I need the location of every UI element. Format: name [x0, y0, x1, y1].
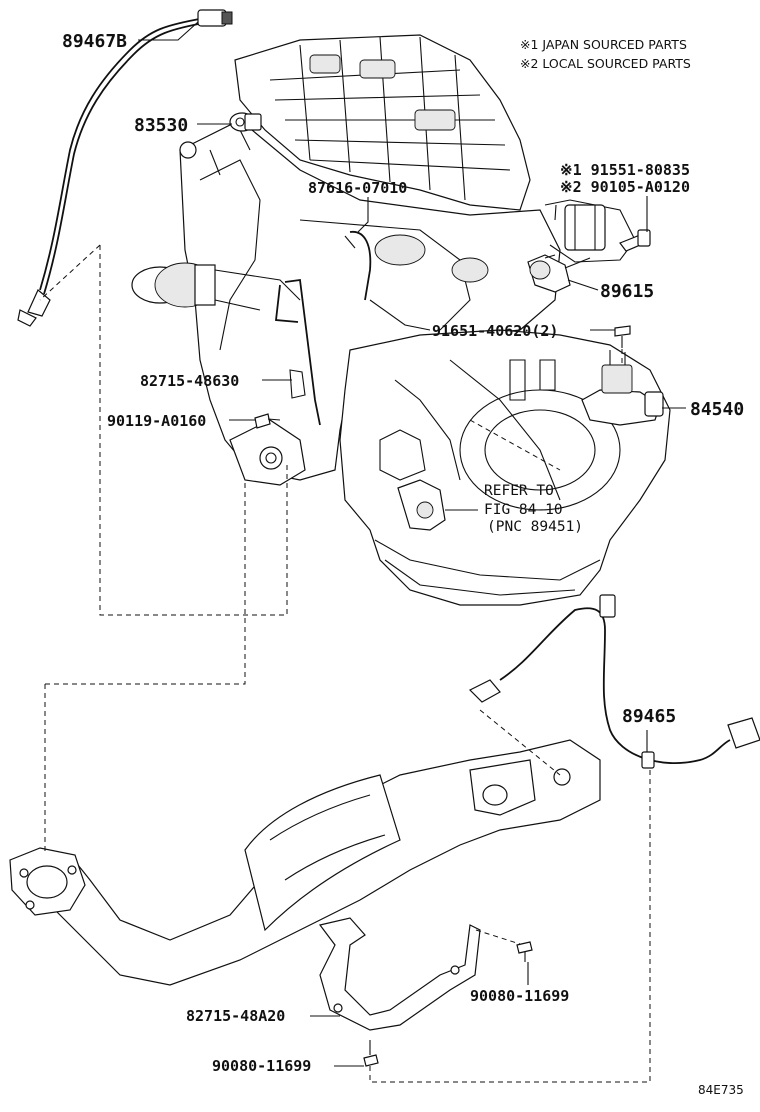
label-pnc-ref: (PNC 89451)	[487, 519, 583, 535]
label-91651: 91651-40620(2)	[432, 322, 558, 340]
bolt-90080-upper	[516, 941, 533, 962]
label-91551: ※1 91551-80835	[560, 161, 690, 179]
bracket-82715-48a20	[318, 917, 481, 1031]
label-89465: 89465	[622, 706, 676, 727]
oil-pressure-switch-83530	[229, 112, 262, 132]
label-82715-48630: 82715-48630	[140, 372, 239, 390]
bolt-91551	[619, 229, 651, 252]
label-82715-48a20: 82715-48A20	[186, 1007, 285, 1025]
label-refer-to: REFER TO	[484, 483, 554, 499]
exhaust-pipe-assembly	[9, 739, 601, 986]
bolt-90080-lower	[363, 1040, 379, 1067]
note-local: ※2 LOCAL SOURCED PARTS	[520, 56, 691, 71]
label-90080-upper: 90080-11699	[470, 987, 569, 1005]
knock-sensor-89615	[527, 254, 591, 293]
engine-assembly	[131, 34, 671, 606]
notes: ※1 JAPAN SOURCED PARTS ※2 LOCAL SOURCED …	[520, 37, 691, 71]
neutral-switch-84540	[581, 350, 664, 426]
clamp-87616	[344, 231, 372, 301]
label-90080-lower: 90080-11699	[212, 1057, 311, 1075]
label-83530: 83530	[134, 115, 188, 136]
label-90119: 90119-A0160	[107, 412, 206, 430]
speed-sensor-ref	[397, 479, 446, 531]
note-japan: ※1 JAPAN SOURCED PARTS	[520, 37, 687, 52]
figure-id: 84E735	[698, 1083, 744, 1097]
reference-lines	[39, 244, 651, 1083]
label-89615: 89615	[600, 281, 654, 302]
label-fig-ref: FIG 84-10	[484, 502, 563, 518]
bolt-91651	[614, 325, 631, 348]
oxygen-sensor-89467b	[17, 9, 233, 327]
oxygen-sensor-89465	[468, 594, 760, 769]
label-87616: 87616-07010	[308, 179, 407, 197]
label-84540: 84540	[690, 399, 744, 420]
part-labels: 89467B 83530 87616-07010 ※1 91551-80835 …	[62, 31, 744, 1075]
bracket-82715-48630	[275, 278, 321, 426]
label-89467b: 89467B	[62, 31, 127, 52]
leader-lines	[138, 21, 686, 1067]
bolt-90119	[254, 413, 281, 429]
label-90105: ※2 90105-A0120	[560, 178, 690, 196]
